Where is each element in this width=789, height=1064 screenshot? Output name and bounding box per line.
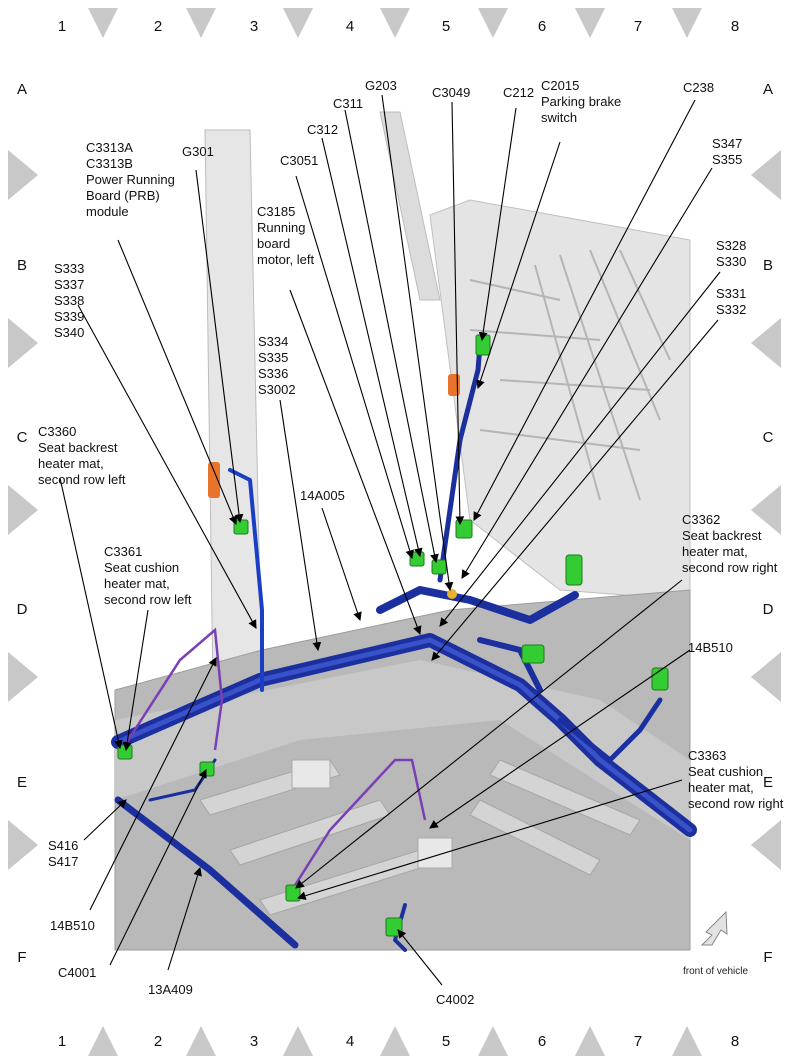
callout-13a409: 13A409 <box>148 982 193 997</box>
grid-row-labels-right: A B C D E F <box>763 81 774 966</box>
grid-row-e: E <box>763 774 773 791</box>
grid-column-labels-top: 1 2 3 4 5 6 7 8 <box>58 18 739 35</box>
grid-row-d: D <box>17 601 28 618</box>
callout-c238: C238 <box>683 80 714 95</box>
connector-c311 <box>431 559 447 575</box>
grid-col-5: 5 <box>442 1033 450 1050</box>
grid-col-3: 3 <box>250 1033 258 1050</box>
callout-c3313a: C3313A C3313B Power Running Board (PRB) … <box>86 140 179 219</box>
connector-c212 <box>475 334 491 356</box>
vehicle-floor-illustration <box>114 111 691 951</box>
wiring-harness <box>111 342 697 952</box>
grid-col-3: 3 <box>250 18 258 35</box>
front-of-vehicle-label: front of vehicle <box>683 966 748 977</box>
callout-c2015: C2015 Parking brake switch <box>541 78 625 125</box>
grid-row-b: B <box>763 257 773 274</box>
leader-lines <box>59 94 721 986</box>
grid-row-f: F <box>763 949 772 966</box>
callout-s333: S333 S337 S338 S339 S340 <box>54 261 88 340</box>
callout-s347: S347 S355 <box>712 136 746 167</box>
callout-c3362: C3362 Seat backrest heater mat, second r… <box>682 512 778 575</box>
ground-stud-g203 <box>447 589 457 599</box>
callout-s331: S331 S332 <box>716 286 750 317</box>
callout-c3361: C3361 Seat cushion heater mat, second ro… <box>104 544 192 607</box>
connector-c3313 <box>233 519 249 535</box>
callout-c4002: C4002 <box>436 992 474 1007</box>
callout-c4001: C4001 <box>58 965 96 980</box>
grid-row-c: C <box>763 429 774 446</box>
callout-c3051: C3051 <box>280 153 318 168</box>
front-arrow-icon <box>700 910 728 946</box>
grid-col-6: 6 <box>538 18 546 35</box>
grid-row-labels-left: A B C D E F <box>17 81 28 966</box>
callout-14a005: 14A005 <box>300 488 345 503</box>
seat-heater-wires <box>123 627 427 891</box>
callout-s328: S328 S330 <box>716 238 750 269</box>
callout-c212: C212 <box>503 85 534 100</box>
grid-col-5: 5 <box>442 18 450 35</box>
grid-col-7: 7 <box>634 1033 642 1050</box>
callout-c3049: C3049 <box>432 85 470 100</box>
grid-col-4: 4 <box>346 18 354 35</box>
grid-row-e: E <box>17 774 27 791</box>
connector-right-rear <box>651 667 669 691</box>
grid-col-8: 8 <box>731 1033 739 1050</box>
grid-col-8: 8 <box>731 18 739 35</box>
grid-row-a: A <box>17 81 27 98</box>
grid-col-4: 4 <box>346 1033 354 1050</box>
connector-c3049 <box>455 519 473 539</box>
callout-c3360: C3360 Seat backrest heater mat, second r… <box>38 424 126 487</box>
callout-14b510-right: 14B510 <box>688 640 733 655</box>
grid-row-f: F <box>17 949 26 966</box>
grid-col-1: 1 <box>58 18 66 35</box>
grid-row-c: C <box>17 429 28 446</box>
connector-c3363 <box>285 884 301 902</box>
callout-c3363: C3363 Seat cushion heater mat, second ro… <box>688 748 784 811</box>
connector-c4002 <box>385 917 403 937</box>
connector-c3051 <box>409 551 425 567</box>
callout-c3185: C3185 Running board motor, left <box>257 204 314 267</box>
callout-14b510-left: 14B510 <box>50 918 95 933</box>
callout-c311: C311 <box>333 96 363 111</box>
callout-labels: C3313A C3313B Power Running Board (PRB) … <box>38 78 784 1007</box>
callout-s416: S416 S417 <box>48 838 82 869</box>
grid-col-6: 6 <box>538 1033 546 1050</box>
callout-c312: C312 <box>307 122 338 137</box>
grid-row-d: D <box>763 601 774 618</box>
connector-c3362 <box>565 554 583 586</box>
grid-col-2: 2 <box>154 18 162 35</box>
grid-col-2: 2 <box>154 1033 162 1050</box>
grid-column-labels-bottom: 1 2 3 4 5 6 7 8 <box>58 1033 739 1050</box>
grid-col-7: 7 <box>634 18 642 35</box>
front-of-vehicle-indicator: front of vehicle <box>683 910 748 977</box>
grid-col-1: 1 <box>58 1033 66 1050</box>
grid-border <box>8 8 781 1056</box>
callout-g203: G203 <box>365 78 397 93</box>
grid-row-a: A <box>763 81 773 98</box>
grid-row-b: B <box>17 257 27 274</box>
callout-s334: S334 S335 S336 S3002 <box>258 334 296 397</box>
callout-g301: G301 <box>182 144 214 159</box>
connector-s331 <box>521 644 545 664</box>
connector-c4001 <box>199 761 215 777</box>
